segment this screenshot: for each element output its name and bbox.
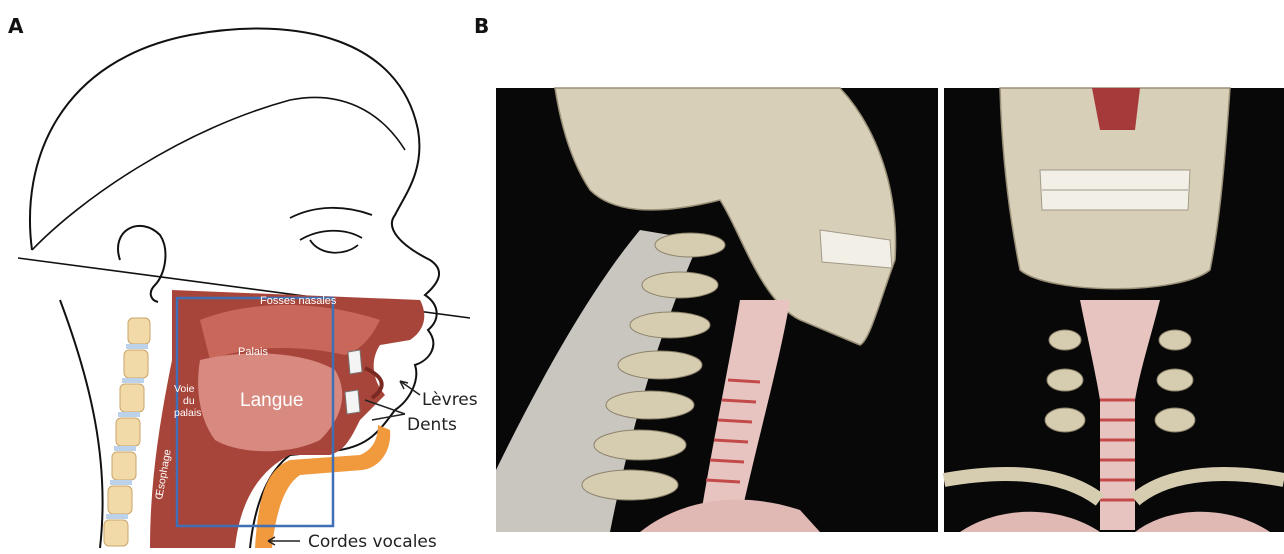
hair-line (32, 97, 405, 250)
label-fosses-nasales: Fosses nasales (260, 295, 337, 307)
label-du: du (183, 395, 195, 407)
arrow-cordes-vocales (268, 537, 300, 545)
label-voie: Voie (174, 383, 195, 395)
eye (300, 231, 362, 253)
upper-teeth (348, 350, 362, 374)
label-langue: Langue (240, 390, 303, 411)
ear (118, 226, 165, 302)
label-palais: Palais (238, 346, 268, 358)
label-cordes-vocales: Cordes vocales (308, 532, 437, 552)
render-front-view (944, 88, 1284, 532)
label-palais-2: palais (174, 407, 201, 419)
lower-teeth (345, 390, 360, 414)
render-side-view (496, 88, 938, 532)
panel-b-renders (496, 88, 1284, 532)
spine (104, 318, 150, 546)
neck-back-line (60, 300, 103, 548)
label-levres: Lèvres (422, 390, 478, 410)
eyebrow (290, 208, 372, 218)
label-dents: Dents (407, 415, 457, 435)
panel-a-head-diagram: Fosses nasales Palais Voie du palais Lan… (18, 29, 478, 552)
